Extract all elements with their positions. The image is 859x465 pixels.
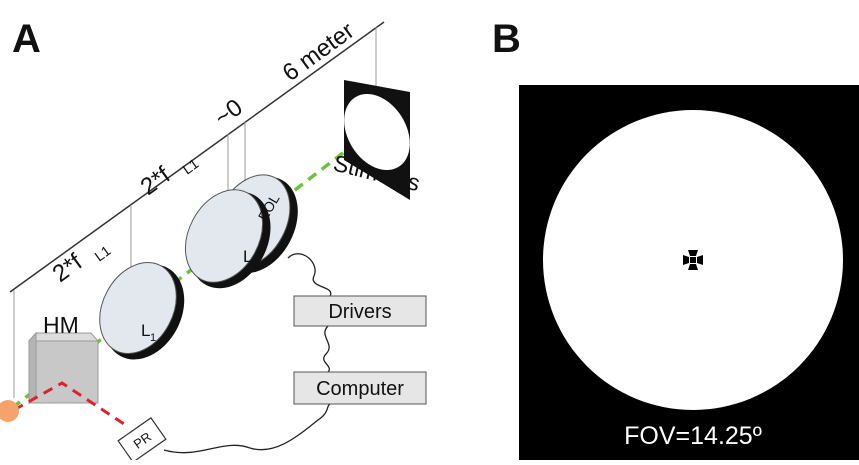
eol-driver-cable [287,253,332,297]
distance-label-4: 6 meter [278,17,360,87]
ir-path [13,381,125,426]
computer-label: Computer [316,378,404,400]
distance-label-1: 2*f L1 [48,242,114,288]
pupil-recorder: PR [117,417,167,463]
distance-baseline [9,21,385,293]
panel-b-label: B [492,17,521,61]
distance-label-3: ~0 [210,94,248,132]
pr-computer-cable [163,403,331,454]
eye-icon [0,400,19,422]
lens-l2-eol-assembly: L 2 EOL [184,174,298,289]
svg-text:L1: L1 [179,155,201,177]
svg-text:L1: L1 [91,242,113,264]
fixation-cross-icon [683,250,703,270]
hot-mirror: HM [27,312,100,405]
panel-a-label: A [12,17,41,61]
driver-computer-cable [323,325,330,373]
lens-l1-label: L [141,321,150,340]
lens-l1: L 1 [99,262,185,360]
fov-label: FOV=14.25º [624,422,762,450]
svg-text:2*f: 2*f [48,249,88,288]
lens-l1-subscript: 1 [150,332,156,344]
lens-l2-subscript: 2 [252,258,258,270]
panel-b: B FOV=14.25º [492,17,859,460]
drivers-box: Drivers [293,295,427,327]
lens-l2-label: L [243,247,252,266]
svg-text:2*f: 2*f [136,162,176,201]
drivers-label: Drivers [328,301,391,323]
hot-mirror-label: HM [43,312,79,338]
stimulus-screen: Stimulus [331,80,423,200]
computer-box: Computer [293,371,427,405]
panel-a: A 2*f L1 2*f L1 ~0 6 meter HM [0,17,427,463]
